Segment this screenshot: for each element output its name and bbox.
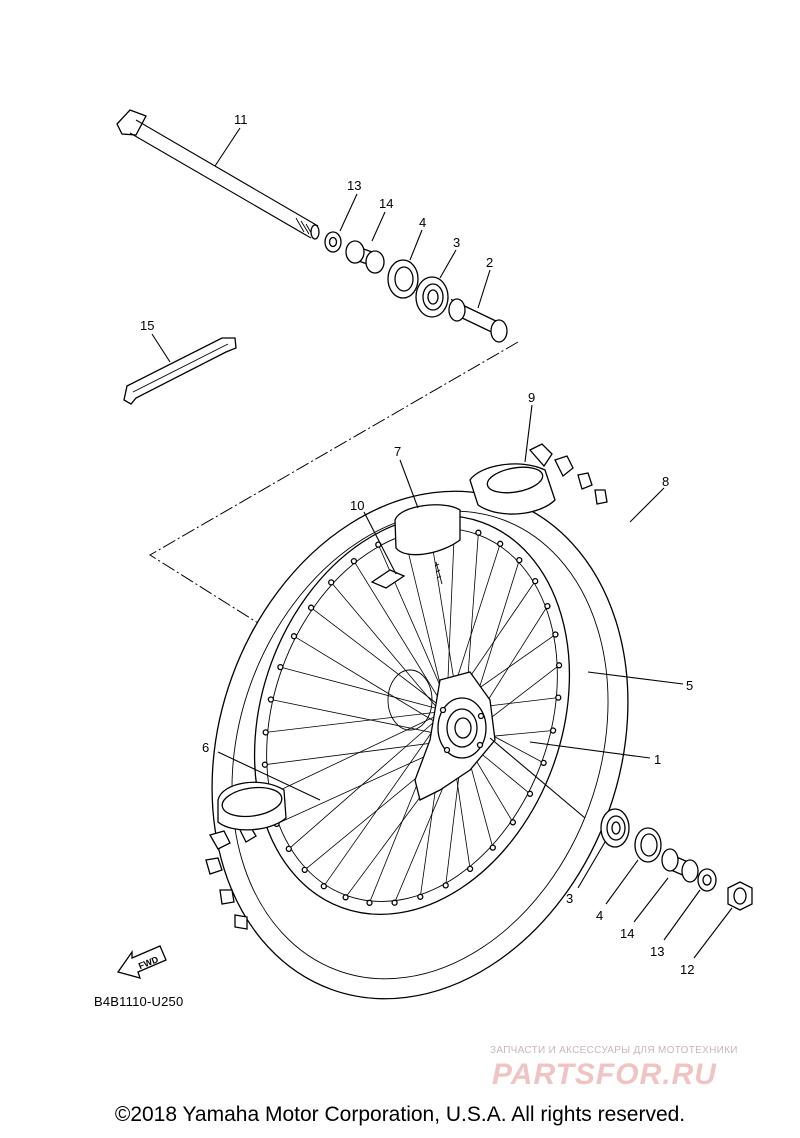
callout-1: 1 xyxy=(654,752,661,767)
watermark-subtitle: ЗАПЧАСТИ И АКСЕССУАРЫ ДЛЯ МОТОТЕХНИКИ xyxy=(490,1045,738,1056)
callout-4-lower: 4 xyxy=(596,908,603,923)
callout-15: 15 xyxy=(140,318,154,333)
hub xyxy=(387,669,496,801)
callout-12: 12 xyxy=(680,962,694,977)
callout-5: 5 xyxy=(686,678,693,693)
spoke-nipple xyxy=(549,727,557,734)
fwd-arrow-icon: FWD xyxy=(116,945,167,979)
spoke-wrench xyxy=(123,337,237,405)
spoke-nipple xyxy=(366,899,373,906)
rim-band-upper xyxy=(469,463,556,515)
spoke-nipple xyxy=(555,694,562,701)
diagram-code: B4B1110-U250 xyxy=(94,994,184,1009)
spoke xyxy=(323,710,447,887)
callout-8: 8 xyxy=(662,474,669,489)
spoke-nipple xyxy=(277,663,284,671)
spoke-nipple xyxy=(552,631,559,638)
leader-lines xyxy=(151,127,733,959)
spoke-nipple xyxy=(555,662,563,669)
callout-7: 7 xyxy=(394,444,401,459)
callout-13-lower: 13 xyxy=(650,944,664,959)
callout-11: 11 xyxy=(234,112,248,127)
spoke-nipple xyxy=(475,529,482,536)
callout-14-upper: 14 xyxy=(379,196,393,211)
callout-2: 2 xyxy=(486,255,493,270)
collar-upper xyxy=(345,240,385,274)
spoke-nipple xyxy=(417,893,424,900)
copyright-footer: ©2018 Yamaha Motor Corporation, U.S.A. A… xyxy=(114,1103,686,1126)
spoke-nipple xyxy=(261,761,269,768)
spoke-nipple xyxy=(342,894,349,901)
bearing-lower xyxy=(600,808,630,848)
callout-6: 6 xyxy=(202,740,209,755)
watermark-logo: PARTSFOR.RU xyxy=(492,1058,717,1091)
spoke-nipple xyxy=(301,866,308,874)
spoke-nipple xyxy=(442,882,449,889)
spoke-nipple xyxy=(285,845,292,853)
oil-seal-lower xyxy=(634,827,662,863)
front-axle xyxy=(116,109,320,240)
spoke xyxy=(268,710,447,796)
spoke-nipple xyxy=(320,883,327,890)
spacer xyxy=(448,298,508,343)
spoke xyxy=(353,560,447,712)
rim-band-lower xyxy=(217,781,287,831)
washer-upper xyxy=(324,231,342,253)
spoke-nipple xyxy=(544,602,551,610)
spoke-nipple xyxy=(540,759,547,767)
callout-9: 9 xyxy=(528,390,535,405)
callout-3-lower: 3 xyxy=(566,891,573,906)
rim-lock xyxy=(394,504,461,585)
callout-14-lower: 14 xyxy=(620,926,634,941)
callout-13-upper: 13 xyxy=(347,178,361,193)
spoke-nipple xyxy=(391,899,398,906)
spoke-nipple xyxy=(290,633,298,640)
spoke xyxy=(280,666,447,712)
spoke xyxy=(265,710,447,733)
axle-nut xyxy=(727,881,753,911)
callouts: 11 13 14 4 3 2 15 9 8 7 10 5 1 6 3 4 14 … xyxy=(140,112,694,977)
spoke-nipple xyxy=(466,865,474,873)
washer-lower xyxy=(697,868,717,892)
valve-nut xyxy=(370,569,406,589)
spoke-nipple xyxy=(489,844,496,851)
callout-10: 10 xyxy=(350,498,364,513)
collar-lower xyxy=(661,848,699,883)
spoke-nipple xyxy=(497,540,504,547)
axle-assembly-outline xyxy=(149,341,519,641)
spoke-nipple xyxy=(267,696,275,703)
spoke-nipple xyxy=(516,556,523,564)
spoke-nipple xyxy=(307,604,315,611)
spoke-nipple xyxy=(509,819,517,826)
callout-3-upper: 3 xyxy=(453,235,460,250)
spoke-nipple xyxy=(350,557,358,565)
spoke xyxy=(310,607,447,712)
bearing-upper xyxy=(415,276,449,318)
spoke-nipple xyxy=(532,577,539,585)
spoke-nipple xyxy=(328,579,335,586)
spoke-nipple xyxy=(526,790,534,797)
oil-seal-upper xyxy=(387,259,419,299)
spoke-nipple xyxy=(262,729,269,736)
spoke xyxy=(288,710,447,850)
callout-4-upper: 4 xyxy=(419,215,426,230)
